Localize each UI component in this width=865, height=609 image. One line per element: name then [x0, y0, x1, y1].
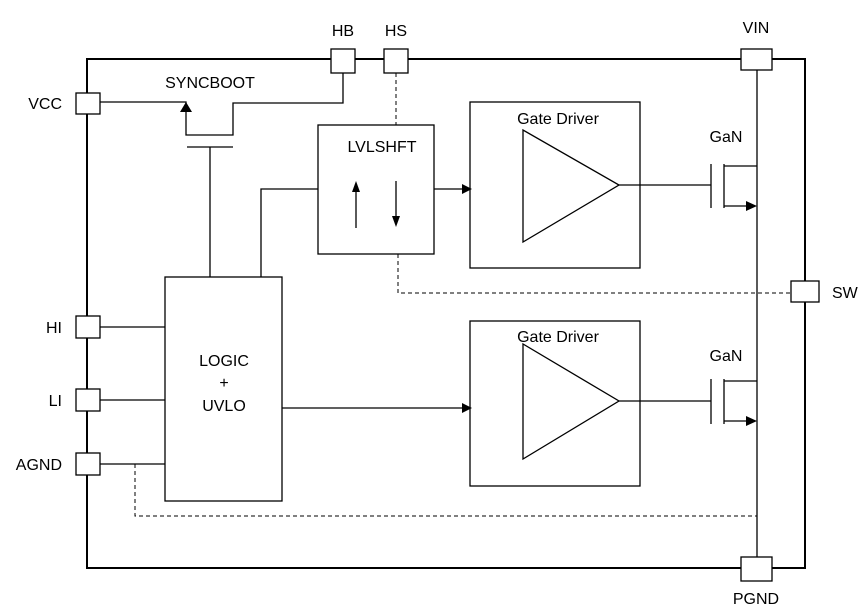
pin-hb — [330, 48, 356, 74]
gate-driver-high-label: Gate Driver — [517, 111, 599, 128]
pin-hi-label: HI — [46, 320, 62, 337]
pin-li-label: LI — [49, 393, 62, 410]
agnd-dashed-line — [134, 464, 757, 517]
lvlshft-up-arrow — [352, 181, 360, 228]
syncboot-label: SYNCBOOT — [165, 75, 255, 92]
pin-hi — [75, 315, 101, 339]
syncboot-switch — [100, 73, 344, 277]
pin-vin — [740, 48, 773, 71]
pin-sw-label: SW — [832, 285, 859, 302]
pin-hs-label: HS — [385, 23, 407, 40]
pin-vcc — [75, 92, 101, 115]
pin-sw — [790, 280, 820, 303]
logic-label-line2: + — [219, 375, 228, 392]
gan-high-transistor — [710, 164, 757, 211]
pin-pgnd-label: PGND — [733, 591, 779, 608]
gate-driver-low-label: Gate Driver — [517, 329, 599, 346]
gan-low-transistor — [710, 379, 757, 426]
pin-agnd — [75, 452, 101, 476]
lvlshft-down-arrow — [392, 181, 400, 227]
logic-to-driver-wire — [282, 403, 472, 413]
chip-outline — [86, 58, 806, 569]
gan-low-label: GaN — [710, 348, 743, 365]
pin-vin-label: VIN — [743, 20, 770, 37]
pin-hb-label: HB — [332, 23, 354, 40]
pin-hs — [383, 48, 409, 74]
logic-to-lvlshft-wire — [260, 188, 318, 277]
logic-uvlo-block — [164, 276, 283, 502]
gate-driver-low-buffer — [522, 342, 621, 461]
logic-label-line3: UVLO — [202, 398, 246, 415]
gan-high-label: GaN — [710, 129, 743, 146]
pin-vcc-label: VCC — [28, 96, 62, 113]
pin-pgnd — [740, 556, 773, 582]
pin-li — [75, 388, 101, 412]
sw-dashed-line — [397, 254, 791, 294]
lvlshft-label: LVLSHFT — [347, 139, 416, 156]
logic-label-line1: LOGIC — [199, 353, 249, 370]
gate-driver-low-block — [469, 320, 641, 487]
pin-agnd-label: AGND — [16, 457, 62, 474]
gate-driver-high-buffer — [522, 128, 621, 244]
lvlshft-to-driver-wire — [434, 184, 472, 194]
